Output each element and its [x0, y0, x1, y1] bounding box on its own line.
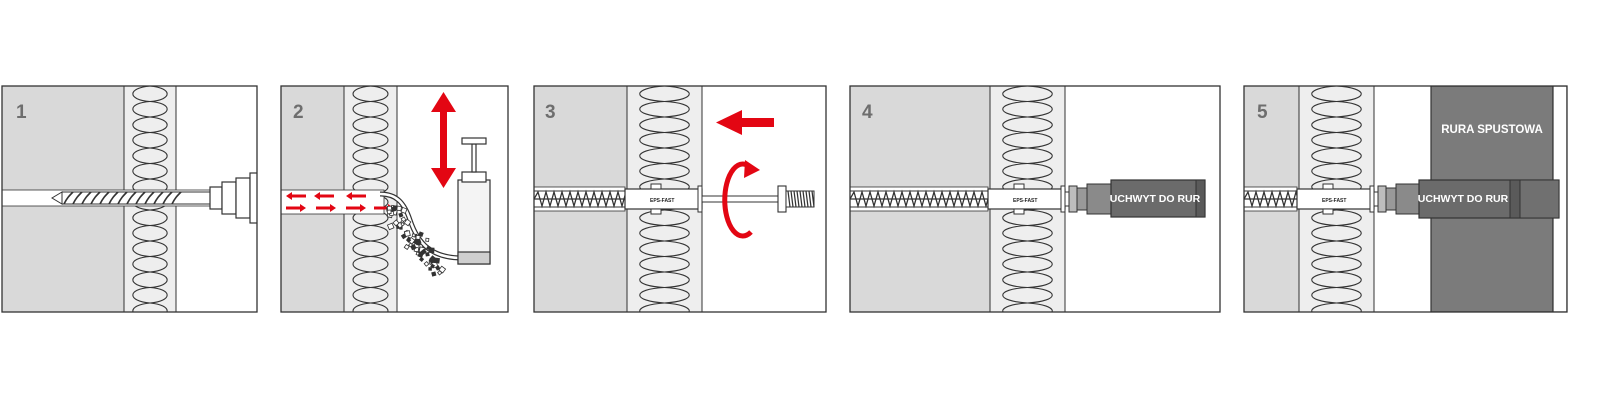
insulation-layer: [1298, 86, 1375, 312]
holder-label: UCHWYT DO RUR: [1110, 193, 1201, 205]
pipe-holder: [1086, 179, 1206, 218]
step-number: 2: [293, 102, 304, 123]
insulation-layer: [123, 86, 177, 312]
insert-arrow-icon: [716, 110, 774, 135]
drill-bit-icon: [51, 191, 213, 205]
anchor-marking: EPS-FAST: [650, 198, 674, 204]
drill-chuck-icon: [209, 172, 257, 224]
insulation-layer: [626, 86, 703, 312]
step-number: 5: [1257, 102, 1268, 123]
hand-pump-icon: [457, 137, 491, 265]
holder-label: UCHWYT DO RUR: [1418, 193, 1509, 205]
anchor-marking: EPS-FAST: [1013, 198, 1037, 204]
expansion-anchor: [1244, 183, 1375, 215]
step-3-panel: EPS-FAST: [534, 86, 815, 312]
drill-hole: [281, 189, 385, 215]
anchor-marking: EPS-FAST: [1322, 198, 1346, 204]
rotate-arrow-icon: [722, 160, 760, 239]
expansion-anchor: [534, 183, 703, 215]
step-number: 1: [16, 102, 27, 123]
anchor-screw-shaft: [701, 195, 783, 203]
pipe-holder: [1395, 179, 1560, 219]
pipe-label: RURA SPUSTOWA: [1441, 124, 1543, 136]
threaded-end: [785, 190, 815, 208]
expansion-anchor: [850, 183, 1066, 215]
blow-arrows: [286, 192, 394, 212]
step-4-panel: EPS-FAST UCHWYT DO RUR: [850, 86, 1206, 312]
dust-particles: [386, 204, 447, 277]
up-down-arrow-icon: [431, 92, 456, 188]
step-number: 4: [862, 102, 873, 123]
anchor-collar: [777, 185, 787, 213]
step-2-panel: [281, 86, 491, 312]
step-5-panel: EPS-FAST UCHWYT DO RUR RURA SPUSTOWA: [1244, 86, 1567, 312]
hole-tip: [2, 190, 10, 206]
insulation-layer: [989, 86, 1066, 312]
step-1-panel: [2, 86, 257, 312]
step-number: 3: [545, 102, 556, 123]
